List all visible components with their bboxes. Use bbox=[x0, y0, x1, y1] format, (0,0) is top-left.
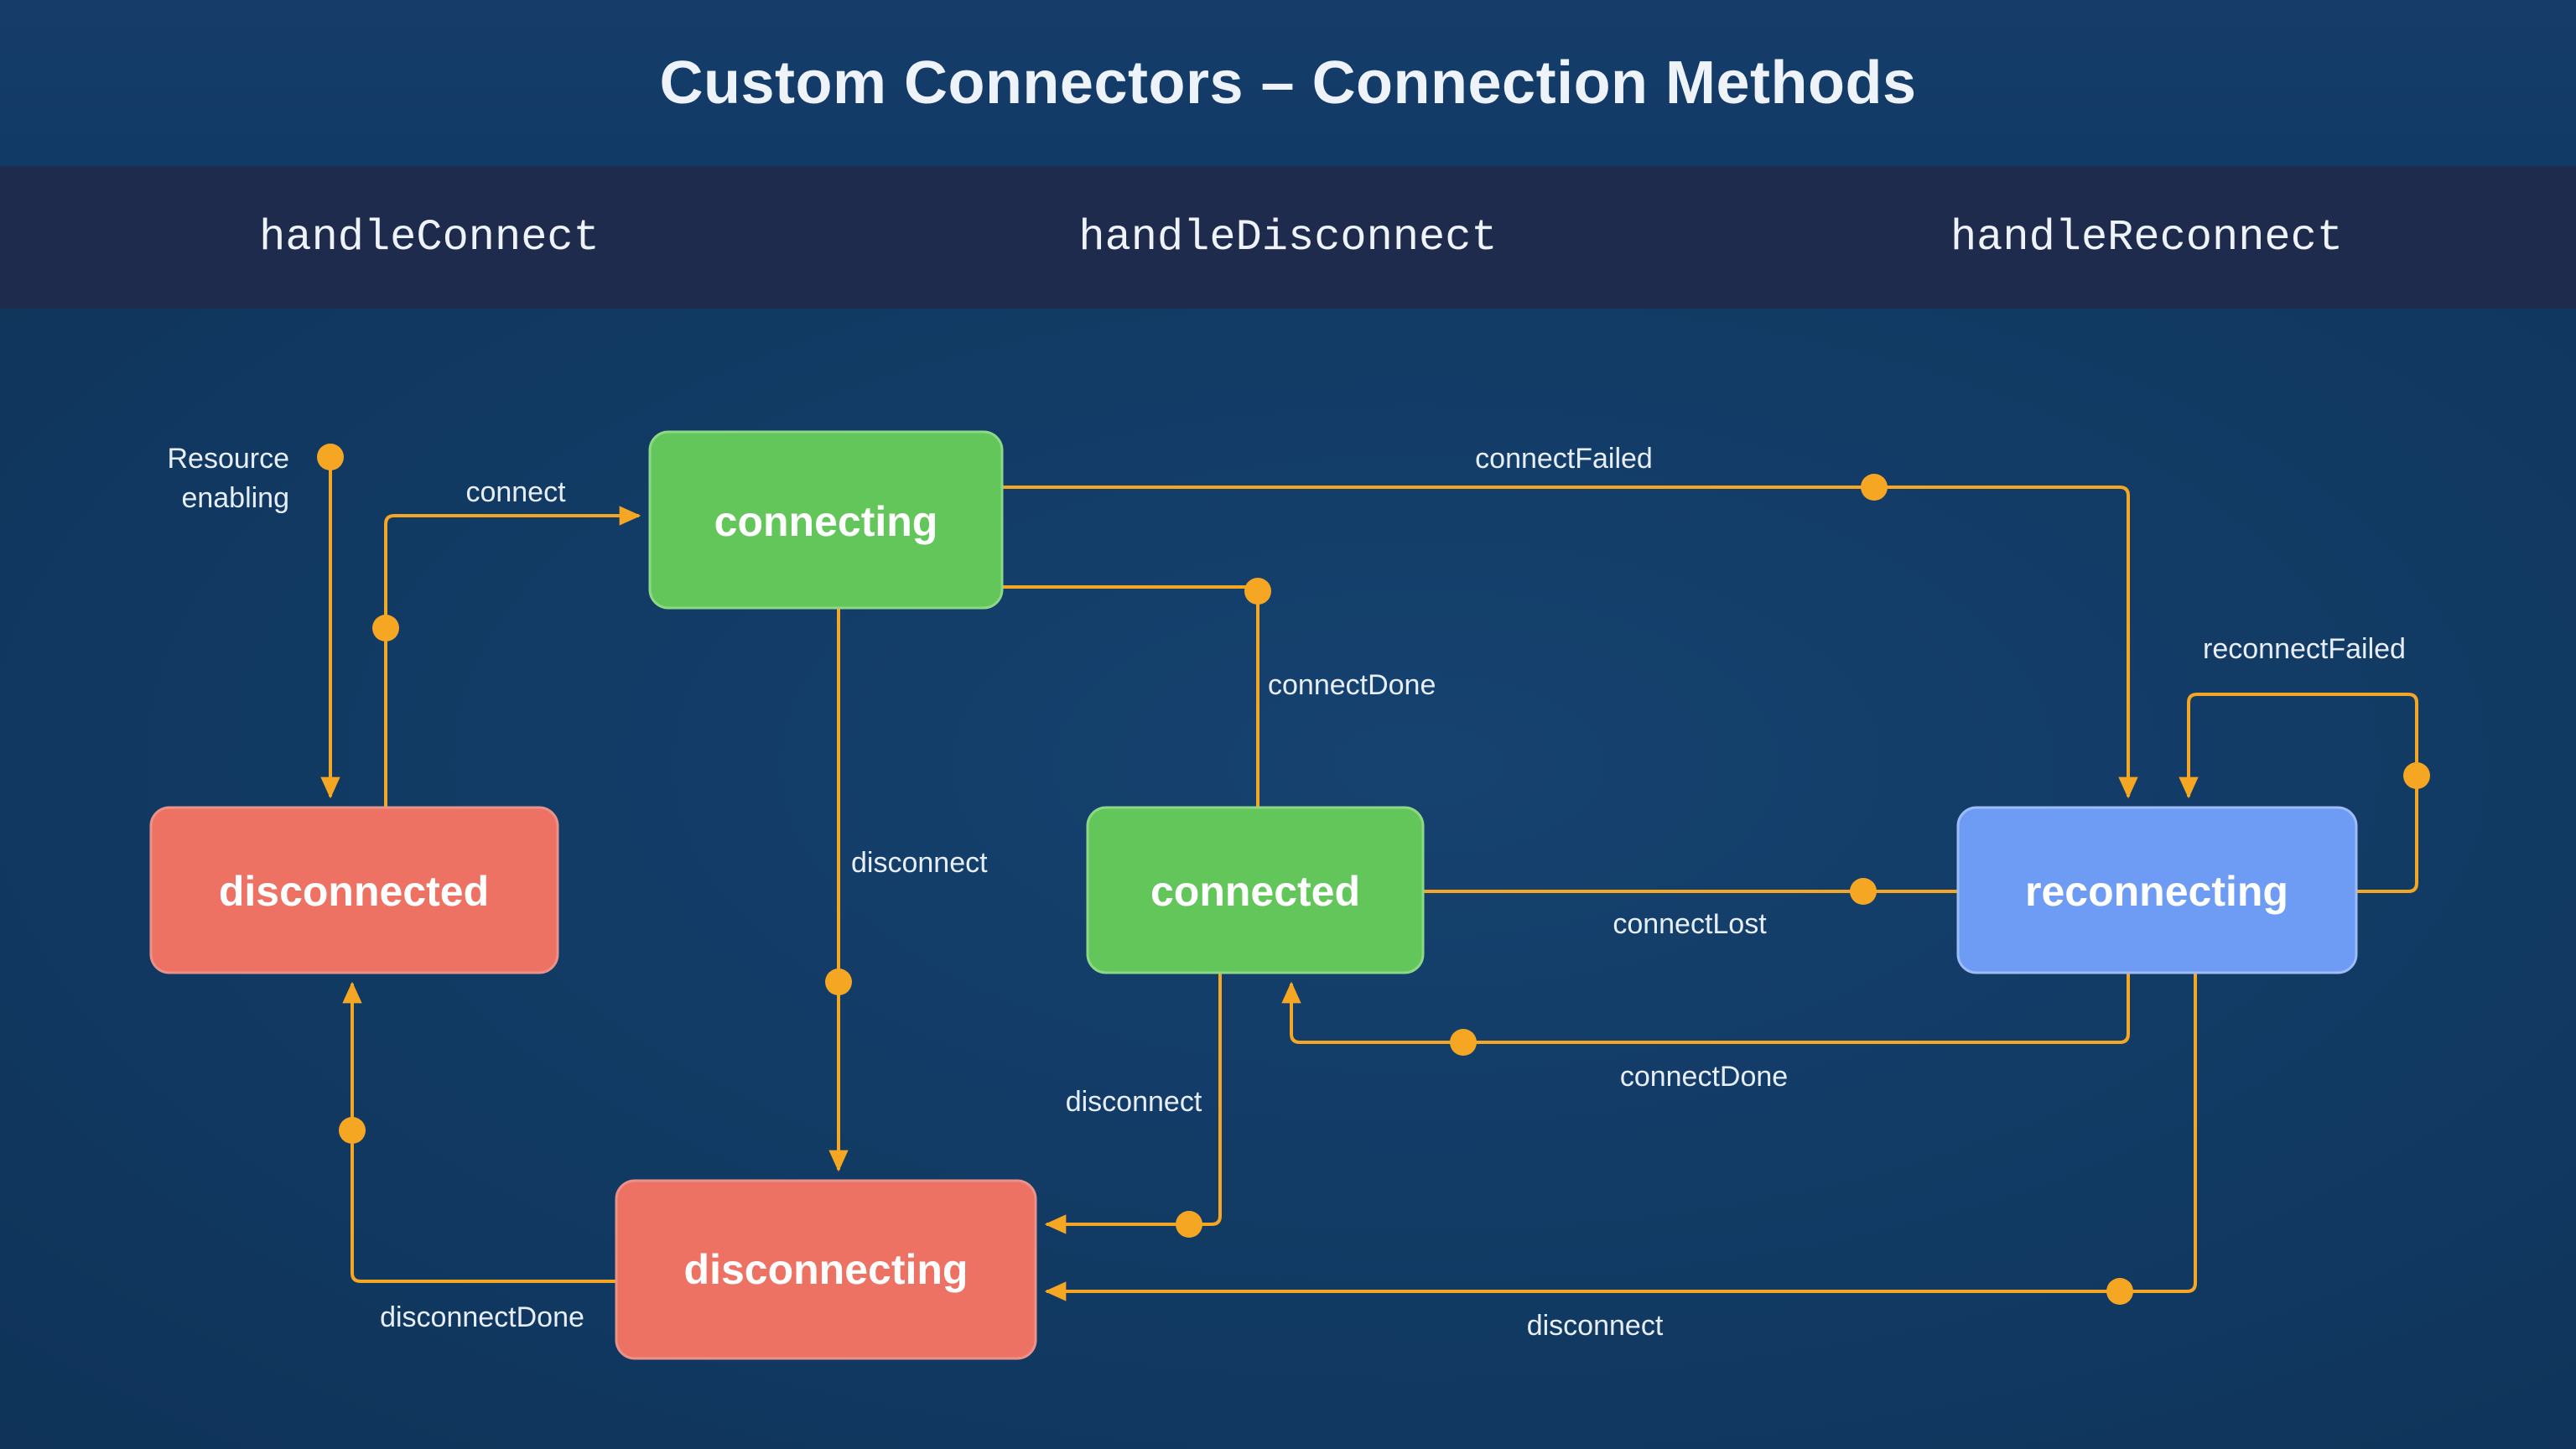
edge-connect-done: connectDone bbox=[1002, 578, 1436, 818]
lane-label-handle-reconnect: handleReconnect bbox=[1950, 212, 2344, 262]
state-label-reconnecting: reconnecting bbox=[2025, 868, 2288, 915]
edge-connect: connect bbox=[372, 476, 641, 808]
state-node-disconnecting[interactable]: disconnecting bbox=[615, 1179, 1037, 1360]
edge-disconnect-done: disconnectDone bbox=[339, 981, 616, 1333]
page-title: Custom Connectors – Connection Methods bbox=[659, 49, 1917, 117]
lane-label-handle-connect: handleConnect bbox=[259, 212, 600, 262]
edge-disconnect-from-connecting: disconnect bbox=[825, 608, 988, 1172]
edge-waypoint-dot bbox=[1861, 474, 1888, 501]
state-node-connecting[interactable]: connecting bbox=[648, 430, 1004, 610]
edge-label-connect-lost: connectLost bbox=[1613, 908, 1767, 940]
edge-waypoint-dot bbox=[1450, 1029, 1477, 1056]
state-box-disconnecting[interactable] bbox=[615, 1179, 1037, 1360]
state-box-connecting[interactable] bbox=[648, 430, 1004, 610]
state-label-disconnecting: disconnecting bbox=[684, 1246, 969, 1293]
edge-label-reconnect-connect-done: connectDone bbox=[1620, 1061, 1788, 1093]
state-box-reconnecting[interactable] bbox=[1956, 806, 2358, 974]
edge-label-resource-enabling-line2: enabling bbox=[181, 482, 289, 514]
edge-waypoint-dot bbox=[339, 1117, 366, 1144]
edge-label-connect-failed: connectFailed bbox=[1475, 443, 1653, 475]
edge-reconnect-failed: reconnectFailed bbox=[2179, 633, 2430, 893]
state-label-disconnected: disconnected bbox=[219, 868, 489, 915]
edge-label-disconnect-done: disconnectDone bbox=[380, 1301, 584, 1333]
edge-waypoint-dot bbox=[2106, 1278, 2133, 1305]
edge-label-disconnect-from-connecting: disconnect bbox=[851, 847, 988, 879]
state-label-connecting: connecting bbox=[714, 498, 938, 545]
title-band: Custom Connectors – Connection Methods bbox=[0, 0, 2576, 166]
edge-waypoint-dot bbox=[372, 615, 399, 641]
edge-disconnect-from-connected: disconnect bbox=[1044, 973, 1222, 1238]
edge-label-resource-enabling-line1: Resource bbox=[167, 443, 289, 475]
edge-waypoint-dot bbox=[1850, 878, 1877, 905]
edge-label-disconnect-from-reconnecting: disconnect bbox=[1527, 1310, 1664, 1342]
state-node-reconnecting[interactable]: reconnecting bbox=[1956, 806, 2358, 974]
edge-label-disconnect-from-connected: disconnect bbox=[1066, 1086, 1202, 1118]
edge-origin-dot bbox=[317, 444, 344, 470]
state-node-disconnected[interactable]: disconnected bbox=[149, 806, 559, 974]
state-node-connected[interactable]: connected bbox=[1086, 806, 1425, 974]
edge-waypoint-dot bbox=[2403, 762, 2430, 789]
edge-waypoint-dot bbox=[825, 969, 852, 995]
lane-label-handle-disconnect: handleDisconnect bbox=[1078, 212, 1498, 262]
lane-header-band: handleConnect handleDisconnect handleRec… bbox=[0, 166, 2576, 309]
edge-waypoint-dot bbox=[1176, 1211, 1202, 1238]
edge-disconnect-from-reconnecting: disconnect bbox=[1044, 973, 2197, 1342]
edge-reconnect-connect-done: connectDone bbox=[1281, 973, 2130, 1093]
edge-label-reconnect-failed: reconnectFailed bbox=[2203, 633, 2406, 665]
state-box-disconnected[interactable] bbox=[149, 806, 559, 974]
edge-label-connect-done: connectDone bbox=[1268, 669, 1436, 701]
state-box-connected[interactable] bbox=[1086, 806, 1425, 974]
edge-connect-failed: connectFailed bbox=[1002, 443, 2138, 799]
edge-connect-lost: connectLost bbox=[1423, 878, 1969, 940]
edge-waypoint-dot bbox=[1244, 578, 1271, 605]
edge-resource-enabling: Resource enabling bbox=[167, 443, 344, 799]
state-label-connected: connected bbox=[1150, 868, 1360, 915]
edge-label-connect: connect bbox=[465, 476, 566, 508]
